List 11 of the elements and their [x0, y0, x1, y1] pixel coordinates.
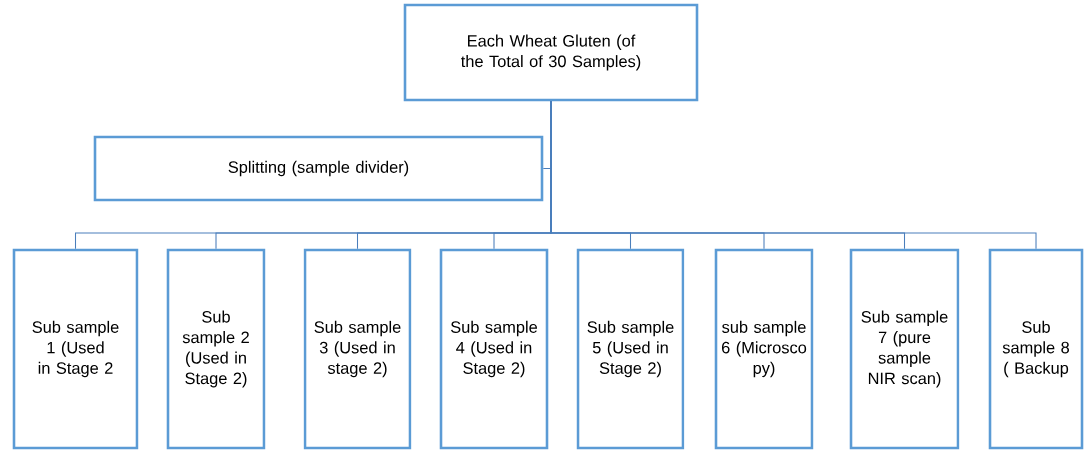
- process-box: Each Wheat Gluten (of the Total of 30 Samples): [403, 3, 699, 102]
- sample-box: sub sample 6 (Microsco py): [714, 248, 814, 450]
- sample-box: Sub sample 2 (Used in Stage 2): [166, 248, 266, 450]
- sample-box: Sub sample 7 (pure sample NIR scan): [849, 248, 960, 450]
- connector: [550, 100, 1037, 250]
- sample-box: Sub sample 1 (Used in Stage 2: [12, 248, 139, 450]
- process-box: Splitting (sample divider): [93, 135, 544, 202]
- sample-box: Sub sample 3 (Used in stage 2): [303, 248, 412, 450]
- sample-box: Sub sample 8 ( Backup: [988, 248, 1084, 450]
- sample-box: Sub sample 5 (Used in Stage 2): [576, 248, 685, 450]
- sample-box: Sub sample 4 (Used in Stage 2): [439, 248, 549, 450]
